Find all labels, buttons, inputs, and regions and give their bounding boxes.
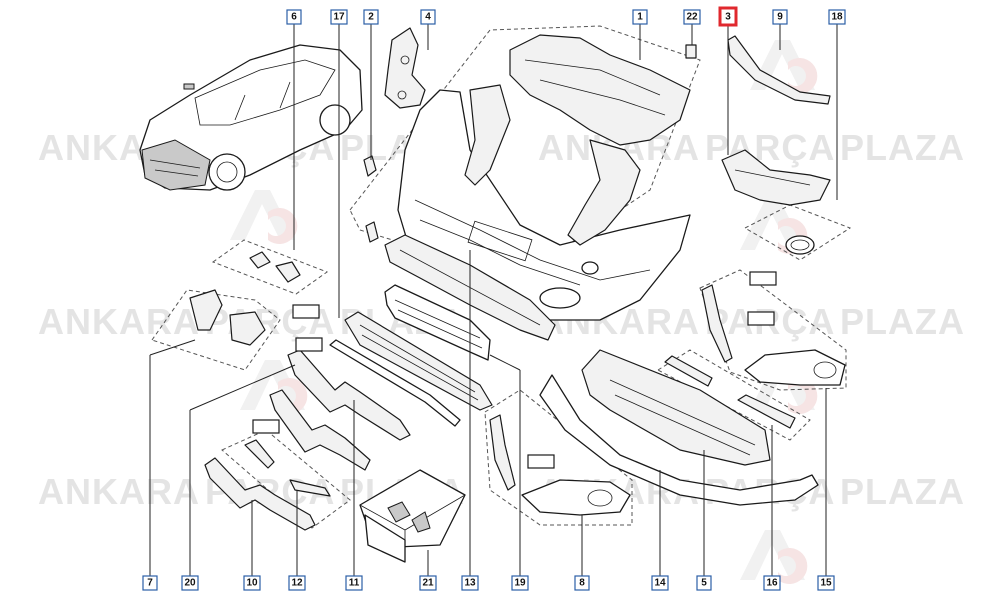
watermark-word: PLAZA [840,471,965,512]
watermark-word: PLAZA [840,301,965,342]
callouts: 6 17 2 4 1 22 3 9 18 7 20 10 12 11 21 13… [142,6,846,591]
trims-part-12 [244,389,371,497]
trim-strip-9 [727,35,831,105]
callout-5[interactable]: 5 [696,575,712,591]
callout-22[interactable]: 22 [683,9,701,25]
center-grille-17 [344,311,493,411]
callout-label: 15 [820,578,832,589]
callout-label: 19 [514,578,526,589]
callout-label: 11 [349,578,360,589]
callout-label: 14 [654,578,666,589]
tag [527,454,555,469]
bracket-part-3 [721,149,831,206]
callout-20[interactable]: 20 [181,575,199,591]
callout-label: 2 [368,12,374,23]
brackets-part-7 [189,289,266,346]
watermark-word: ANKARA [38,301,200,342]
watermark-word: PLAZA [840,127,965,168]
callout-label: 5 [701,578,707,589]
lower-grille-19 [384,284,491,361]
callout-label: 13 [464,578,476,589]
tag [749,271,777,286]
callout-label: 20 [184,578,196,589]
leader-lines [149,24,838,576]
callout-label: 10 [246,578,258,589]
trims-12-outline [221,429,351,529]
clip-part-2 [363,155,377,177]
callout-10[interactable]: 10 [243,575,261,591]
tag [252,419,280,434]
callout-label: 4 [425,12,431,23]
fog-grille-15 [701,284,846,386]
car-illustration [139,44,363,191]
upper-support-structure [464,34,691,246]
callout-4[interactable]: 4 [420,9,436,25]
callout-13[interactable]: 13 [461,575,479,591]
callout-label: 7 [147,578,153,589]
callout-15[interactable]: 15 [817,575,835,591]
callout-label: 1 [637,12,643,23]
callout-17[interactable]: 17 [330,9,348,25]
callout-9[interactable]: 9 [772,9,788,25]
grille-frame-10 [204,457,316,531]
clip-part-22 [685,44,697,59]
callout-label: 8 [579,578,585,589]
callout-label: 9 [777,12,783,23]
callout-8[interactable]: 8 [574,575,590,591]
lower-spoiler-14 [539,374,819,506]
callout-7[interactable]: 7 [142,575,158,591]
callout-6[interactable]: 6 [286,9,302,25]
front-bumper-cover [397,89,691,321]
brackets-7-outline [151,289,281,371]
callout-label: 3 [725,12,731,23]
fog-grille-15-outline [699,269,847,391]
callout-1[interactable]: 1 [632,9,648,25]
callout-11[interactable]: 11 [345,575,363,591]
strips-16-outline [656,349,811,441]
clip-kit-box-21 [359,469,466,563]
callout-19[interactable]: 19 [511,575,529,591]
chrome-strip-11 [329,339,461,427]
callout-label: 21 [422,578,434,589]
clip-part-2b [365,221,379,243]
clips-6-outline [211,239,329,295]
callout-label: 18 [831,12,843,23]
callout-label: 17 [333,12,345,23]
callout-label: 12 [291,578,303,589]
callout-label: 22 [686,12,698,23]
tag [295,337,323,352]
lower-absorber-5 [581,349,771,466]
clips-part-6 [249,251,301,283]
tag [292,304,320,319]
strips-part-16 [664,355,796,429]
callout-12[interactable]: 12 [288,575,306,591]
bracket-part-4 [384,27,426,109]
callout-16[interactable]: 16 [763,575,781,591]
upper-grille-20 [287,349,411,441]
callout-3-highlighted[interactable]: 3 [718,6,738,27]
blank-tags [252,271,777,469]
callout-21[interactable]: 21 [419,575,437,591]
watermark-word: ANKARA [38,471,200,512]
fog-ring-18 [785,235,815,255]
callout-label: 6 [291,12,297,23]
ring-18-outline [743,204,852,261]
callout-14[interactable]: 14 [651,575,669,591]
fog-grille-8 [489,414,631,516]
callout-2[interactable]: 2 [363,9,379,25]
callout-18[interactable]: 18 [828,9,846,25]
callout-label: 16 [766,578,778,589]
tag [747,311,775,326]
